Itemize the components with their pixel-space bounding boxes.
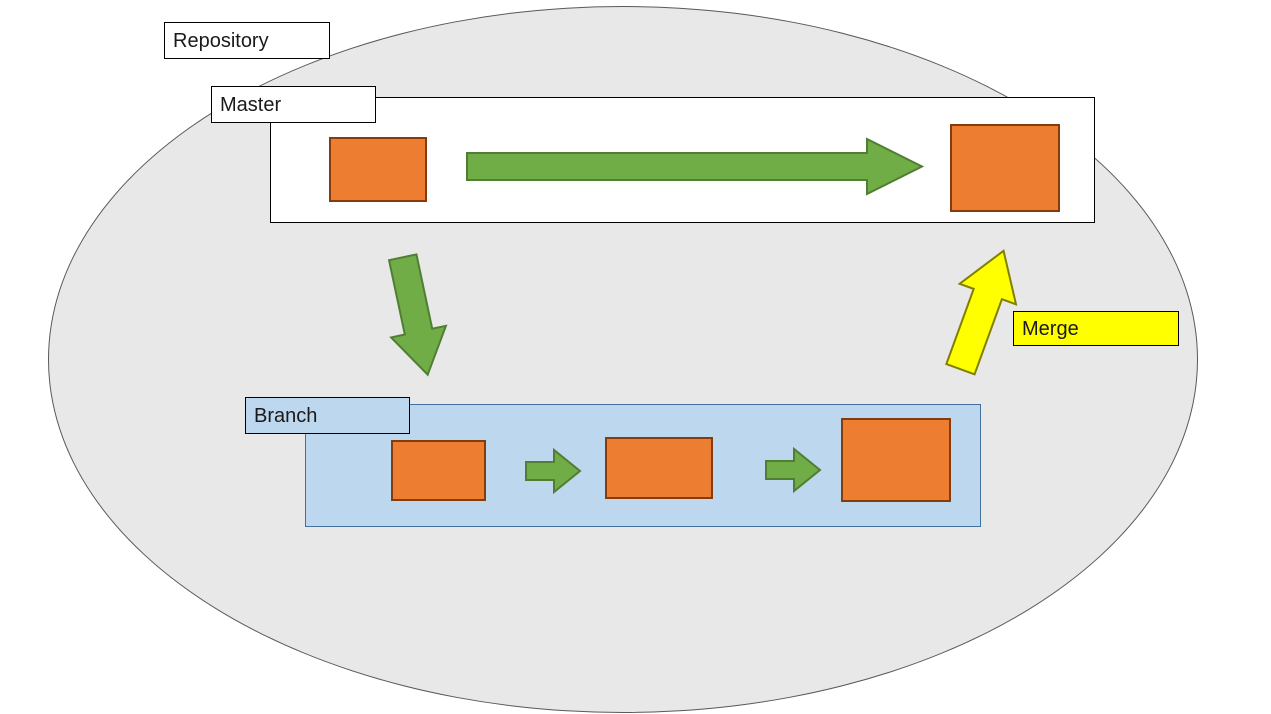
branch-flow-arrow-2: [765, 446, 822, 494]
branch-label: Branch: [245, 397, 410, 434]
branch-flow-arrow-1: [525, 447, 582, 495]
up-arrow-icon: [945, 249, 1018, 376]
right-arrow-icon: [765, 446, 822, 494]
commit-node: [950, 124, 1060, 212]
repository-label: Repository: [164, 22, 330, 59]
merge-label: Merge: [1013, 311, 1179, 346]
commit-node: [841, 418, 951, 502]
commit-node: [329, 137, 427, 202]
commit-node: [605, 437, 713, 499]
right-arrow-icon: [525, 447, 582, 495]
commit-node: [391, 440, 486, 501]
right-arrow-icon: [466, 137, 925, 196]
merge-arrow: [945, 249, 1018, 376]
down-arrow-icon: [387, 253, 448, 377]
master-flow-arrow: [466, 137, 925, 196]
master-label: Master: [211, 86, 376, 123]
branch-off-arrow: [387, 253, 448, 377]
